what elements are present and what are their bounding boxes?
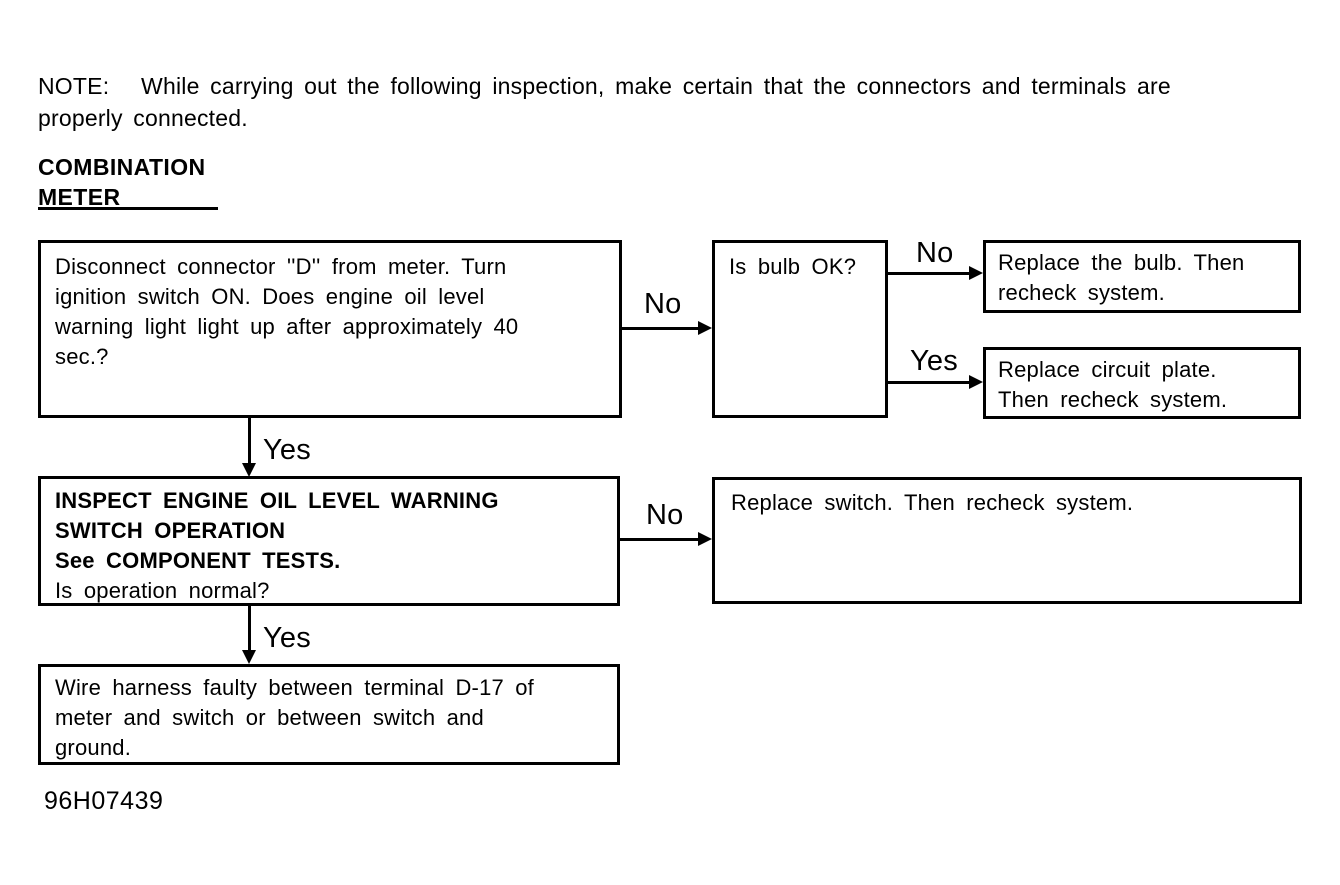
connector-bulb-to-replace-bulb-line (886, 272, 971, 275)
flowchart-box-replace-circuit-plate: Replace circuit plate. Then recheck syst… (983, 347, 1301, 419)
box-text-wire-harness: Wire harness faulty between terminal D-1… (55, 675, 534, 760)
box-text-replace-switch: Replace switch. Then recheck system. (731, 490, 1134, 515)
branch-label-yes-bulb-to-circuit-plate: Yes (910, 345, 958, 377)
connector-inspect-to-replace-switch-line (620, 538, 700, 541)
connector-disconnect-to-bulb-line (620, 327, 700, 330)
box-text-replace-circuit-plate: Replace circuit plate. Then recheck syst… (998, 357, 1228, 412)
branch-label-yes-inspect-to-harness: Yes (263, 622, 311, 654)
box-text-replace-bulb: Replace the bulb. Then recheck system. (998, 250, 1245, 305)
connector-disconnect-to-bulb-arrowhead (698, 321, 712, 335)
figure-id: 96H07439 (44, 787, 164, 815)
heading-combination: COMBINATION (38, 154, 206, 180)
box-text-disconnect: Disconnect connector ''D'' from meter. T… (55, 254, 519, 369)
connector-disconnect-to-inspect-arrowhead (242, 463, 256, 477)
connector-bulb-to-circuit-plate-line (886, 381, 971, 384)
connector-inspect-to-harness-line (248, 606, 251, 652)
box-text-is-bulb-ok: Is bulb OK? (729, 254, 857, 279)
flowchart-box-disconnect-connector: Disconnect connector ''D'' from meter. T… (38, 240, 622, 418)
branch-label-no-bulb-to-replace-bulb: No (916, 237, 954, 269)
connector-inspect-to-replace-switch-arrowhead (698, 532, 712, 546)
connector-disconnect-to-inspect-line (248, 418, 251, 466)
connector-bulb-to-circuit-plate-arrowhead (969, 375, 983, 389)
flowchart-box-replace-switch: Replace switch. Then recheck system. (712, 477, 1302, 604)
box-text-inspect-question: Is operation normal? (55, 578, 270, 603)
box-text-inspect-bold: INSPECT ENGINE OIL LEVEL WARNING SWITCH … (55, 488, 499, 573)
branch-label-no-disconnect-to-bulb: No (644, 288, 682, 320)
connector-bulb-to-replace-bulb-arrowhead (969, 266, 983, 280)
heading-meter: METER (38, 184, 121, 210)
heading-underline-rule (38, 207, 218, 210)
flowchart-box-is-bulb-ok: Is bulb OK? (712, 240, 888, 418)
branch-label-no-inspect-to-replace-switch: No (646, 499, 684, 531)
flowchart-box-replace-bulb: Replace the bulb. Then recheck system. (983, 240, 1301, 313)
connector-inspect-to-harness-arrowhead (242, 650, 256, 664)
flowchart-box-wire-harness: Wire harness faulty between terminal D-1… (38, 664, 620, 765)
branch-label-yes-disconnect-to-inspect: Yes (263, 434, 311, 466)
note-text: NOTE: While carrying out the following i… (38, 73, 1171, 131)
flowchart-box-inspect-switch-operation: INSPECT ENGINE OIL LEVEL WARNING SWITCH … (38, 476, 620, 606)
